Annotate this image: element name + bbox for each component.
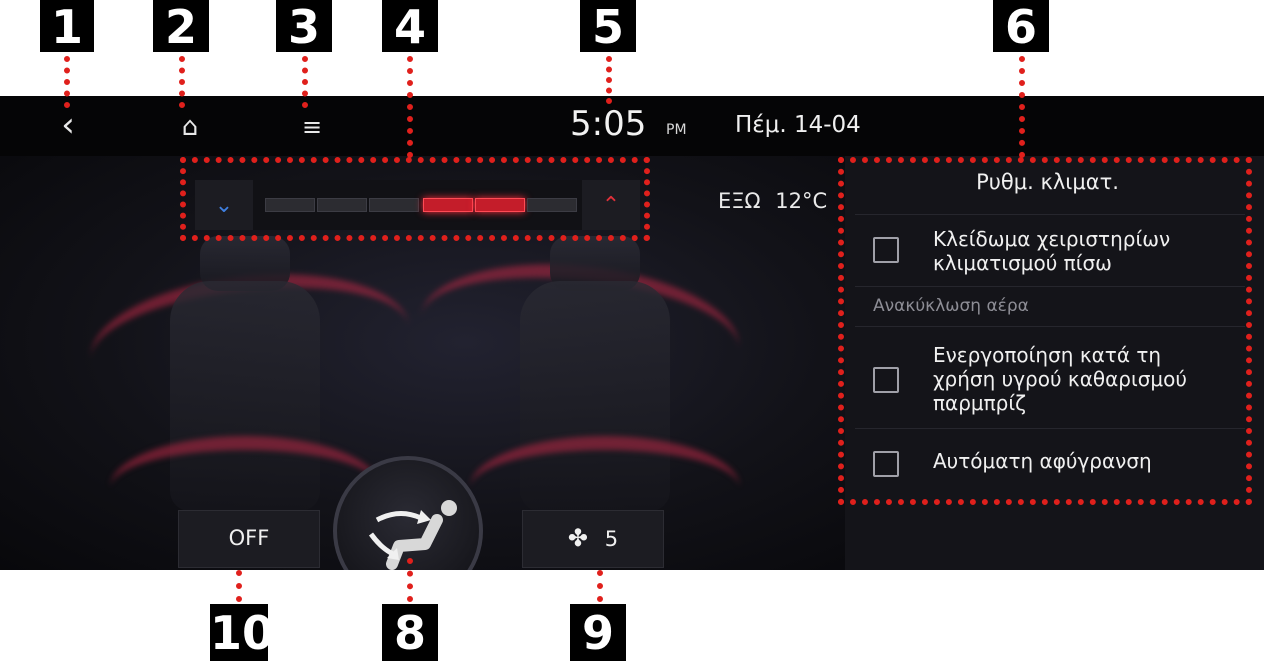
temp-level-segment	[265, 198, 315, 212]
setting-row-rear-lock[interactable]: Κλείδωμα χειριστηρίων κλιματισμού πίσω	[855, 214, 1245, 285]
outside-label: ΕΞΩ	[718, 189, 761, 213]
chevron-down-icon: ⌄	[214, 192, 234, 217]
callout-4: 4	[382, 0, 438, 54]
temp-down-button[interactable]: ⌄	[195, 180, 253, 230]
temp-up-button[interactable]: ⌃	[582, 180, 640, 230]
climate-settings-panel: Ρυθμ. κλιματ. Κλείδωμα χειριστηρίων κλιμ…	[845, 156, 1264, 570]
menu-icon[interactable]: ≡	[301, 113, 323, 141]
outside-value: 12°C	[775, 189, 828, 213]
callout-8: 8	[382, 604, 438, 661]
connector-6	[1019, 56, 1025, 158]
airflow-mode-button[interactable]	[333, 456, 483, 570]
airflow-mode-icon	[368, 500, 457, 570]
connector-9	[597, 570, 603, 602]
section-header-row: Ανακύκλωση αέρα	[855, 286, 1245, 325]
setting-row-washer-recirc[interactable]: Ενεργοποίηση κατά τη χρήση υγρού καθαρισ…	[855, 326, 1245, 427]
temp-level-segment-active	[475, 198, 525, 212]
rear-lock-label-line1: Κλείδωμα χειριστηρίων	[933, 227, 1171, 251]
fan-speed-button[interactable]: ✤ 5	[522, 510, 664, 568]
connector-1	[64, 56, 70, 108]
panel-title: Ρυθμ. κλιματ.	[976, 170, 1119, 194]
washer-label-line3: παρμπρίζ	[933, 391, 1027, 415]
callout-1: 1	[40, 0, 94, 54]
auto-defog-label: Αυτόματη αφύγρανση	[933, 449, 1152, 473]
callout-3: 3	[276, 0, 332, 54]
date-label: Πέμ. 14-04	[735, 112, 861, 138]
callout-2: 2	[153, 0, 209, 54]
connector-2	[179, 56, 185, 108]
status-bar: ‹ ⌂ ≡ 5:05 PM Πέμ. 14-04	[0, 96, 1264, 156]
washer-label-line2: χρήση υγρού καθαρισμού	[933, 367, 1187, 391]
connector-8	[407, 558, 413, 602]
connector-4	[407, 56, 413, 158]
climate-off-button[interactable]: OFF	[178, 510, 320, 568]
off-label: OFF	[228, 526, 270, 550]
connector-5	[606, 56, 612, 104]
clock-time: 5:05	[570, 104, 647, 144]
temperature-control: ⌄ ⌃	[195, 180, 640, 230]
fan-speed-value: 5	[604, 527, 619, 551]
callout-9: 9	[570, 604, 626, 661]
outside-temperature: ΕΞΩ 12°C	[718, 189, 827, 213]
callout-5: 5	[580, 0, 636, 54]
temp-level-segment	[317, 198, 367, 212]
checkbox-auto-defog[interactable]	[873, 451, 899, 477]
temp-level-segment-active	[423, 198, 473, 212]
clock-ampm: PM	[666, 122, 687, 138]
callout-6: 6	[993, 0, 1049, 54]
fan-icon: ✤	[567, 524, 589, 552]
callout-10: 10	[210, 604, 275, 661]
checkbox-washer-recirc[interactable]	[873, 367, 899, 393]
section-recirculation-label: Ανακύκλωση αέρα	[873, 296, 1029, 316]
home-icon[interactable]: ⌂	[181, 112, 199, 142]
connector-10	[236, 570, 242, 602]
rear-lock-label-line2: κλιματισμού πίσω	[933, 251, 1112, 275]
temp-level-segment	[369, 198, 419, 212]
climate-screen: ‹ ⌂ ≡ 5:05 PM Πέμ. 14-04 ⌄ ⌃ ΕΞΩ 12°C	[0, 96, 1264, 570]
chevron-up-icon: ⌃	[601, 192, 621, 217]
washer-label-line1: Ενεργοποίηση κατά τη	[933, 343, 1162, 367]
checkbox-rear-lock[interactable]	[873, 237, 899, 263]
connector-3	[302, 56, 308, 108]
back-icon[interactable]: ‹	[61, 105, 75, 145]
temp-level-segment	[527, 198, 577, 212]
setting-row-auto-defog[interactable]: Αυτόματη αφύγρανση	[855, 428, 1245, 495]
